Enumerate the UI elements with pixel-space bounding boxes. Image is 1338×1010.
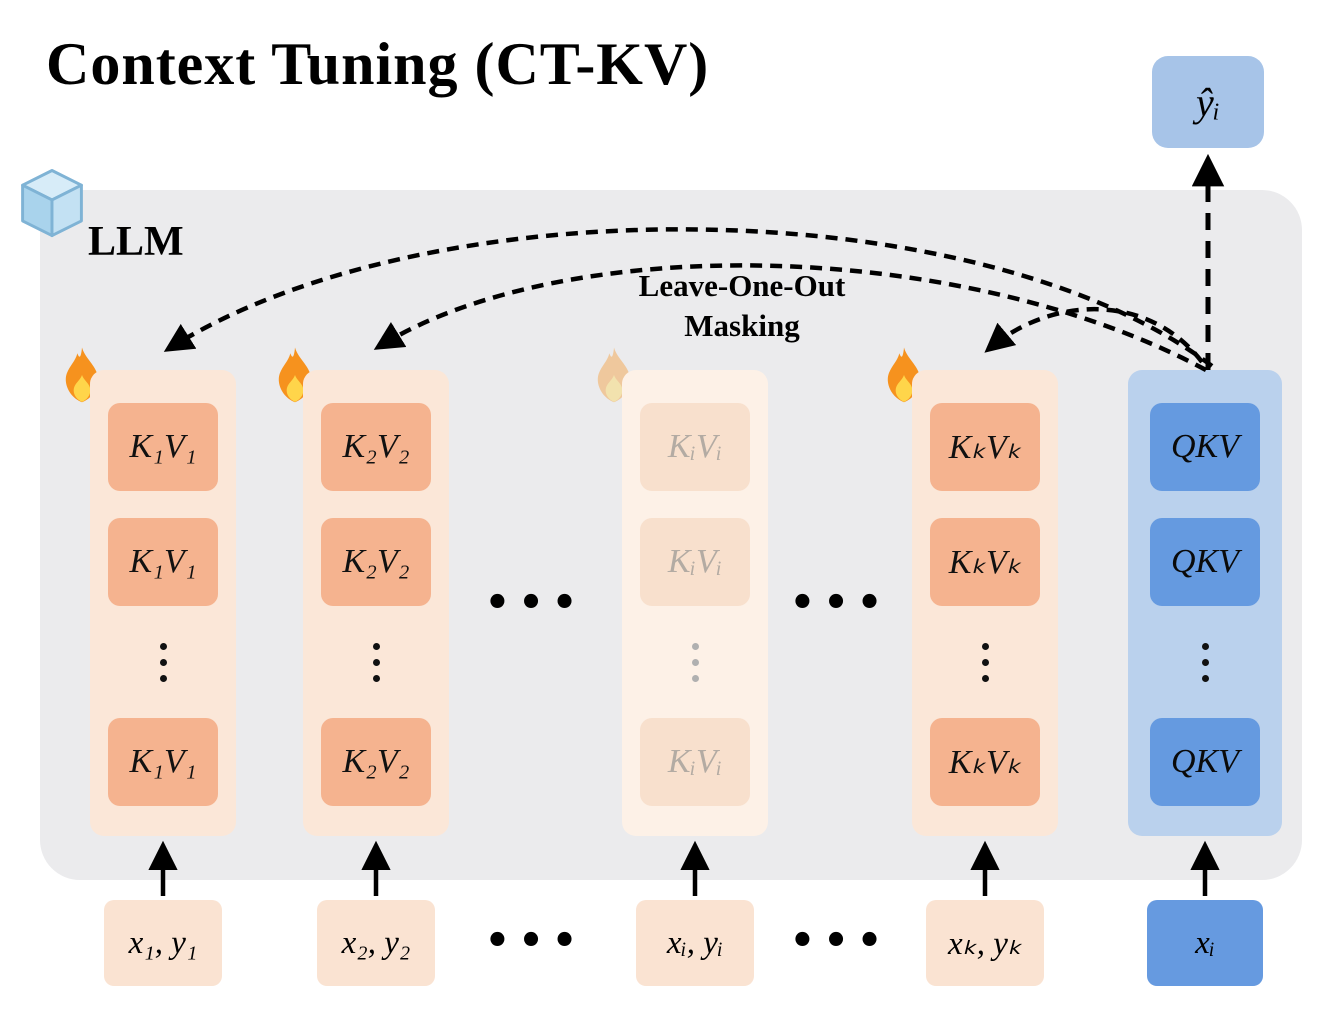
- kv-cell-masked: KᵢVᵢ: [640, 718, 750, 806]
- input-label: xᵢ: [1195, 924, 1215, 961]
- input-box-k: xₖ, yₖ: [926, 900, 1044, 986]
- ellipsis: •••: [789, 580, 891, 626]
- kv-cell-masked: KᵢVᵢ: [640, 518, 750, 606]
- ellipsis: •••: [484, 918, 586, 964]
- masking-label-line2: Masking: [684, 308, 800, 344]
- masking-label: Leave-One-Out Masking: [560, 266, 924, 347]
- qkv-cell: QKV: [1150, 718, 1260, 806]
- input-label: xₖ, yₖ: [948, 926, 1022, 962]
- kv-cell: K₂V₂: [321, 518, 431, 606]
- kv-cell: KₖVₖ: [930, 403, 1040, 491]
- kv-cell: KₖVₖ: [930, 518, 1040, 606]
- vertical-ellipsis: [981, 606, 989, 718]
- kv-cell: K₂V₂: [321, 403, 431, 491]
- vertical-ellipsis: [159, 606, 167, 718]
- kv-column-i-masked: KᵢVᵢ KᵢVᵢ KᵢVᵢ: [622, 370, 768, 836]
- ellipsis: •••: [484, 580, 586, 626]
- kv-cell: K₁V₁: [108, 403, 218, 491]
- query-input-box: xᵢ: [1147, 900, 1263, 986]
- kv-cell-masked: KᵢVᵢ: [640, 403, 750, 491]
- kv-cell: K₂V₂: [321, 718, 431, 806]
- kv-cell: KₖVₖ: [930, 718, 1040, 806]
- input-label: x₁, y₁: [128, 924, 198, 961]
- qkv-cell: QKV: [1150, 518, 1260, 606]
- vertical-ellipsis: [691, 606, 699, 718]
- llm-label: LLM: [88, 219, 184, 265]
- vertical-ellipsis: [372, 606, 380, 718]
- query-column: QKV QKV QKV: [1128, 370, 1282, 836]
- output-label: ŷᵢ: [1195, 79, 1221, 125]
- kv-column-1: K₁V₁ K₁V₁ K₁V₁: [90, 370, 236, 836]
- input-box-1: x₁, y₁: [104, 900, 222, 986]
- kv-column-2: K₂V₂ K₂V₂ K₂V₂: [303, 370, 449, 836]
- kv-cell: K₁V₁: [108, 718, 218, 806]
- figure-title: Context Tuning (CT-KV): [46, 31, 710, 97]
- input-label: xᵢ, yᵢ: [666, 924, 724, 961]
- qkv-cell: QKV: [1150, 403, 1260, 491]
- input-box-i: xᵢ, yᵢ: [636, 900, 754, 986]
- ellipsis: •••: [789, 918, 891, 964]
- kv-column-k: KₖVₖ KₖVₖ KₖVₖ: [912, 370, 1058, 836]
- input-box-2: x₂, y₂: [317, 900, 435, 986]
- kv-cell: K₁V₁: [108, 518, 218, 606]
- masking-label-line1: Leave-One-Out: [638, 268, 846, 303]
- vertical-ellipsis: [1201, 606, 1209, 718]
- output-box: ŷᵢ: [1152, 56, 1264, 148]
- ice-cube-icon: [10, 160, 94, 244]
- input-label: x₂, y₂: [341, 924, 411, 961]
